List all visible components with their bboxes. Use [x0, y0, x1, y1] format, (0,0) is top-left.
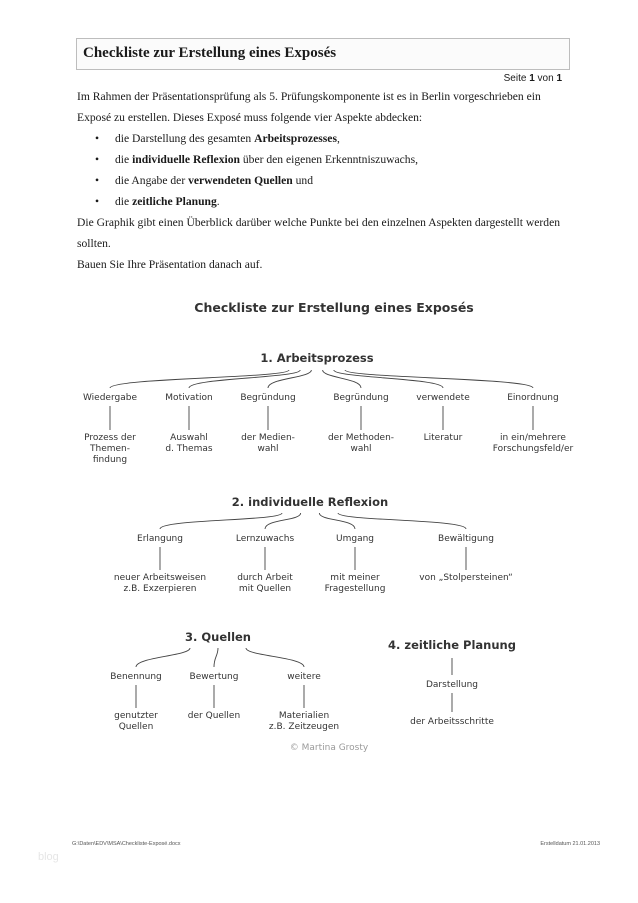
section3-node-label: Benennung [110, 672, 161, 682]
section4-node-label: Darstellung [426, 680, 478, 690]
section1-node-detail: Forschungsfeld/er [493, 444, 574, 454]
footer-date: Erstelldatum 21.01.2013 [540, 841, 600, 847]
section2-node-label: Erlangung [137, 534, 183, 544]
section3-node-detail: der Quellen [188, 711, 240, 721]
section1-node-detail: d. Themas [165, 444, 212, 454]
section2-node-detail: durch Arbeit [237, 573, 293, 583]
section3-node-detail: z.B. Zeitzeugen [269, 722, 339, 732]
section2-node-label: Umgang [336, 534, 374, 544]
section3-node-detail: Quellen [119, 722, 154, 732]
section1-node-detail: Literatur [424, 433, 463, 443]
section1-connector [322, 369, 362, 389]
section2-node-detail: z.B. Exzerpieren [124, 584, 197, 594]
section2-node-detail: von „Stolpersteinen“ [419, 573, 512, 583]
aspect-item: die Darstellung des gesamten Arbeitsproz… [95, 128, 567, 149]
section1-node-detail: Themen- [89, 444, 130, 454]
intro-text: Im Rahmen der Präsentationsprüfung als 5… [77, 86, 567, 275]
section3-node-label: Bewertung [190, 672, 239, 682]
section1-node-detail: Prozess der [84, 433, 136, 443]
section1-connector [344, 369, 534, 389]
section1-node-label: Begründung [333, 393, 388, 403]
page-number: Seite 1 von 1 [503, 73, 562, 84]
section2-node-detail: mit meiner [330, 573, 380, 583]
section1-node-detail: Auswahl [170, 433, 208, 443]
section2-connector [318, 512, 356, 530]
section2-node-detail: mit Quellen [239, 584, 291, 594]
section2-connector [337, 512, 467, 530]
section1-node-detail: in ein/mehrere [500, 433, 566, 443]
section1-node-label: verwendete [416, 393, 470, 403]
section1-node-detail: wahl [350, 444, 371, 454]
section2-node-detail: neuer Arbeitsweisen [114, 573, 206, 583]
section1-node-label: Motivation [165, 393, 212, 403]
section2-connector [264, 512, 302, 530]
diagram-copyright: © Martina Grosty [290, 743, 369, 753]
section1-connector [333, 369, 444, 389]
aspect-item: die zeitliche Planung. [95, 191, 567, 212]
section3-node-label: weitere [287, 672, 321, 682]
section1-heading: 1. Arbeitsprozess [260, 351, 373, 365]
aspect-item: die individuelle Reflexion über den eige… [95, 149, 567, 170]
intro-paragraph: Im Rahmen der Präsentationsprüfung als 5… [77, 90, 541, 124]
section3-node-detail: genutzter [114, 711, 158, 721]
footer-file-path: G:\Daten\EDV\MSA\Checkliste-Exposé.docx [72, 841, 181, 847]
section2-connector [159, 512, 283, 530]
section1-node-detail: wahl [257, 444, 278, 454]
section1-node-detail: findung [93, 455, 127, 465]
section3-heading: 3. Quellen [185, 630, 251, 644]
aspect-list: die Darstellung des gesamten Arbeitsproz… [77, 128, 567, 212]
section3-connector [245, 647, 305, 668]
section1-node-label: Einordnung [507, 393, 558, 403]
diagram-title: Checkliste zur Erstellung eines Exposés [194, 300, 473, 315]
section1-connector [109, 369, 290, 389]
instruction-paragraph: Bauen Sie Ihre Präsentation danach auf. [77, 258, 263, 271]
section4-heading: 4. zeitliche Planung [388, 638, 516, 652]
document-title-box: Checkliste zur Erstellung eines Exposés [76, 38, 570, 70]
section1-node-label: Wiedergabe [83, 393, 137, 403]
section3-connector [135, 647, 191, 668]
section1-connector [267, 369, 312, 389]
section2-node-label: Bewältigung [438, 534, 494, 544]
graphic-paragraph: Die Graphik gibt einen Überblick darüber… [77, 216, 561, 250]
section3-connector [213, 647, 219, 668]
section1-node-detail: der Methoden- [328, 433, 394, 443]
watermark: blog [38, 851, 59, 863]
section2-node-detail: Fragestellung [325, 584, 386, 594]
section1-node-detail: der Medien- [241, 433, 295, 443]
section1-node-label: Begründung [240, 393, 295, 403]
section2-heading: 2. individuelle Reflexion [232, 495, 388, 509]
document-title: Checkliste zur Erstellung eines Exposés [83, 45, 337, 61]
section4-node-detail: der Arbeitsschritte [410, 717, 494, 727]
section2-node-label: Lernzuwachs [236, 534, 295, 544]
aspect-item: die Angabe der verwendeten Quellen und [95, 170, 567, 191]
section3-node-detail: Materialien [279, 711, 329, 721]
section1-connector [188, 369, 301, 389]
